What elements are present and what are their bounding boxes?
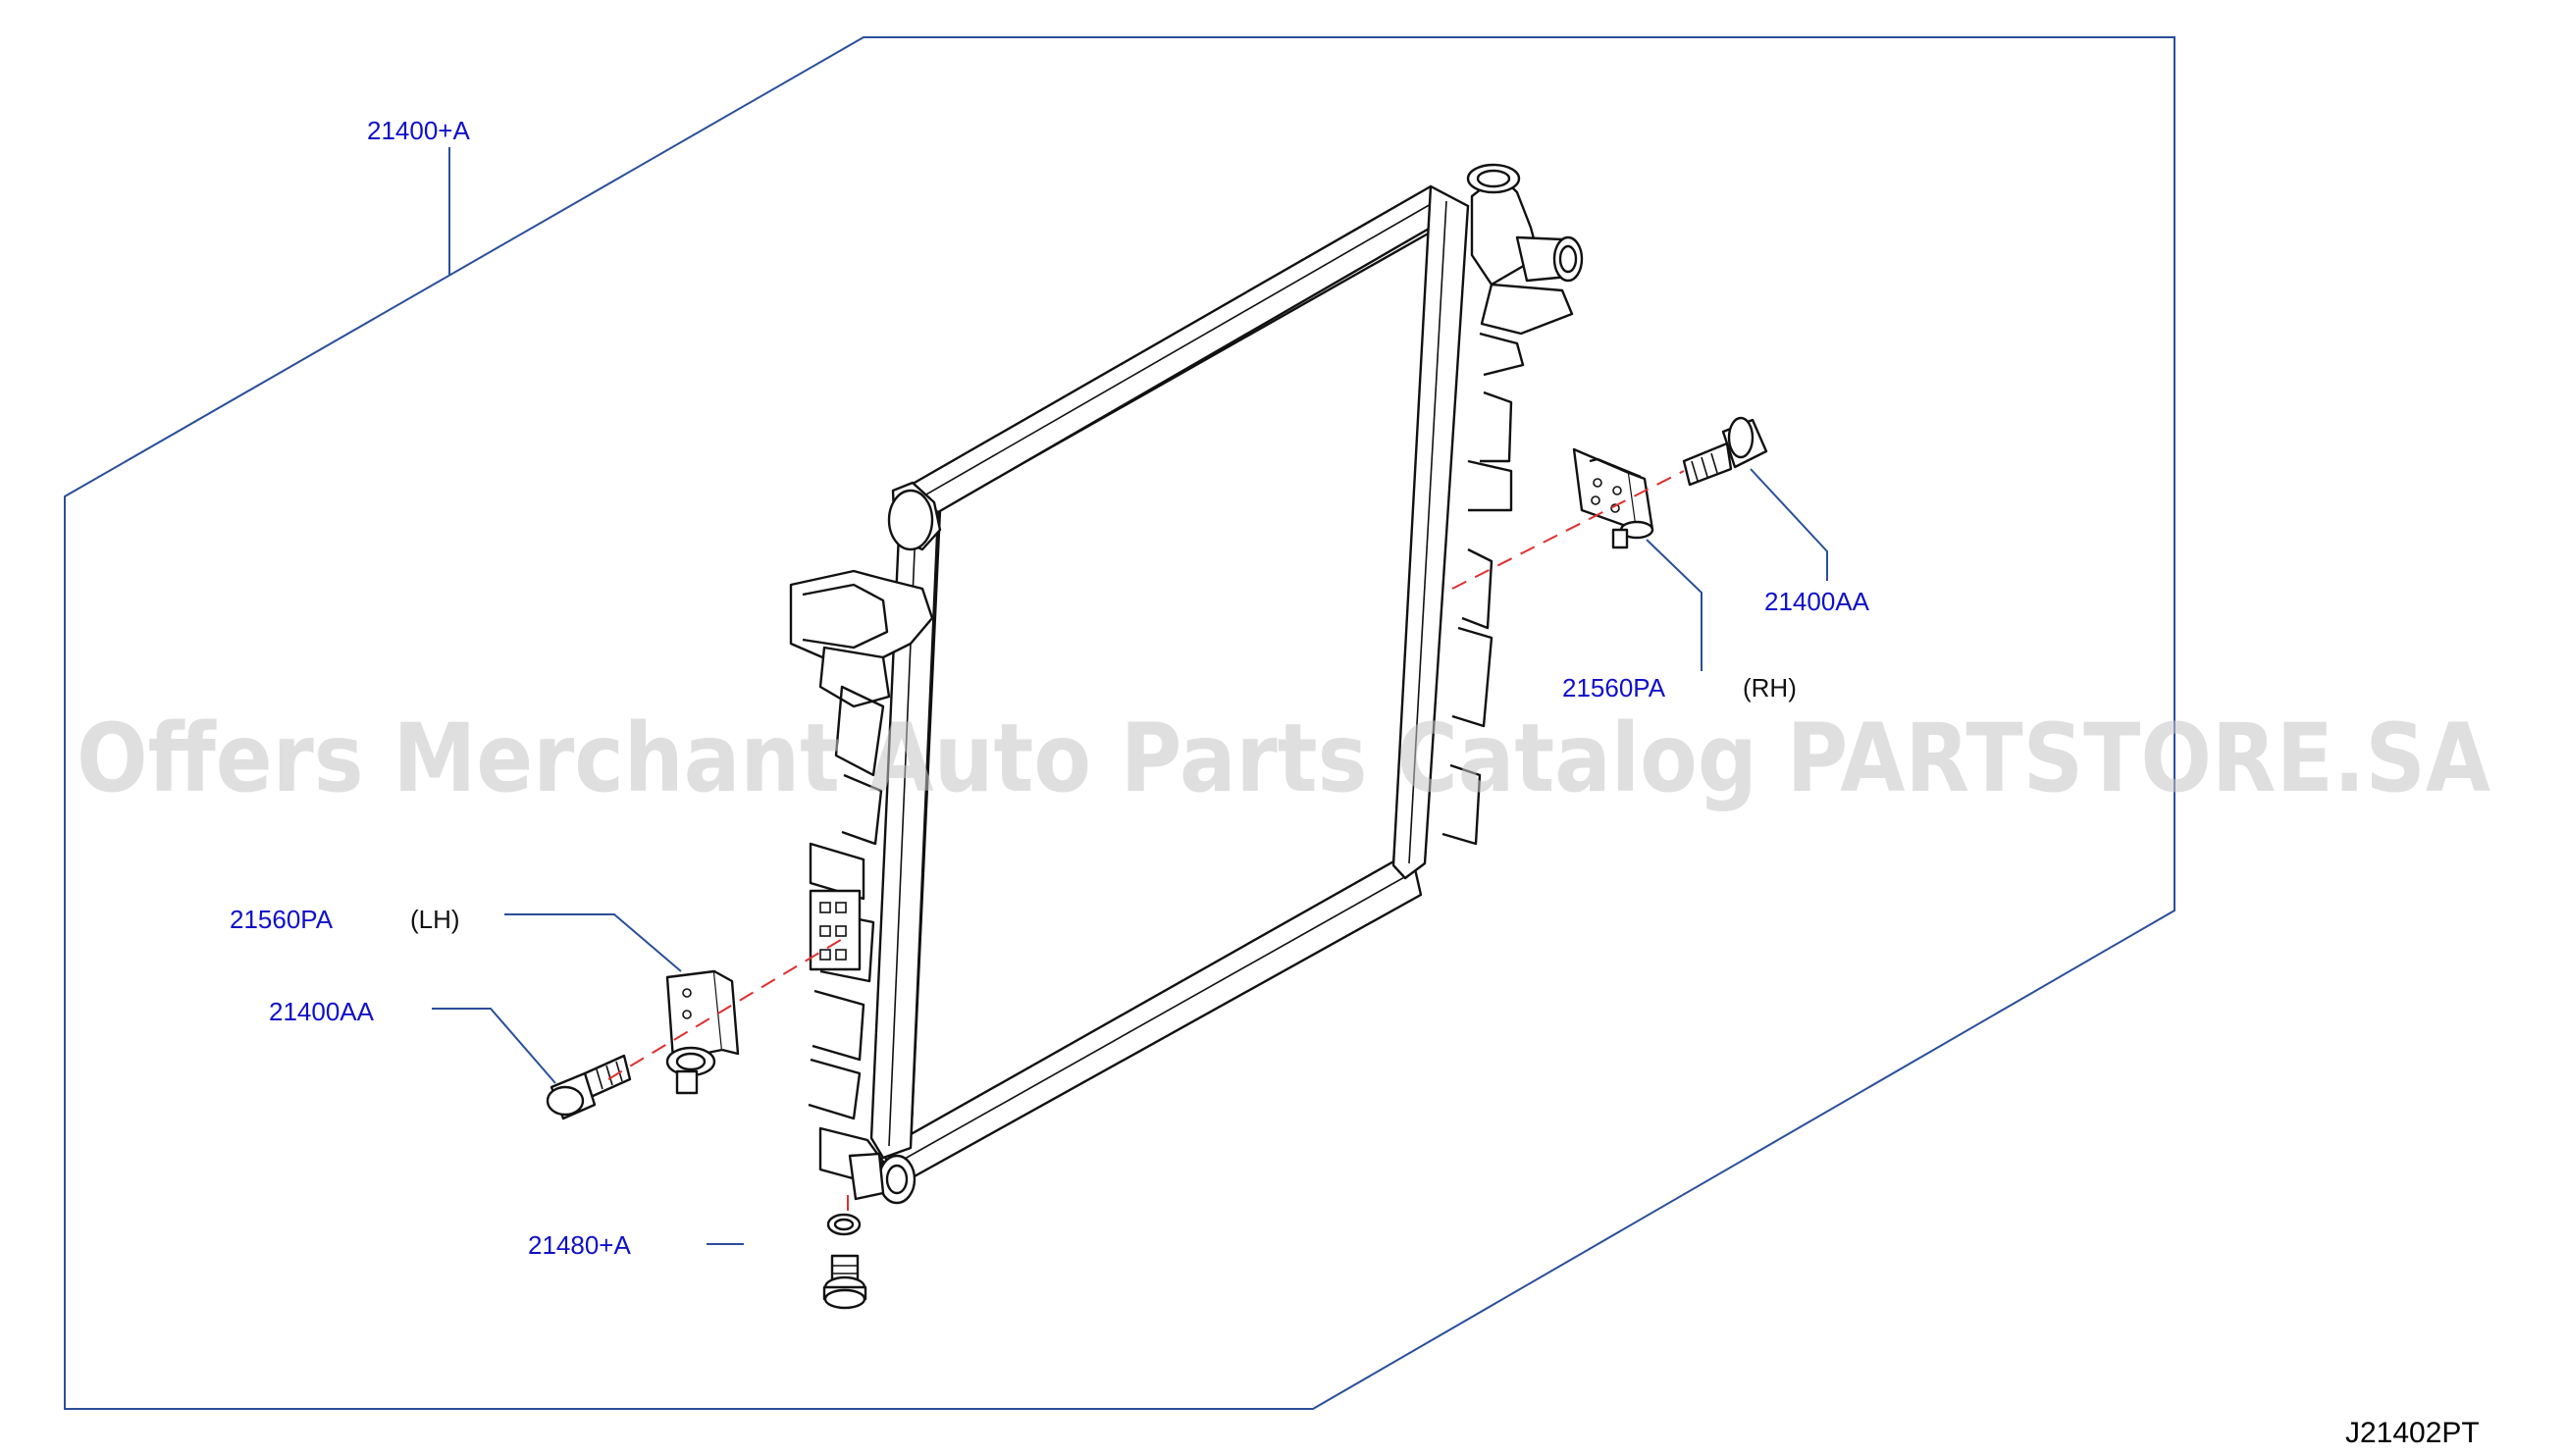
rh-mount-centerline — [1451, 470, 1685, 590]
bolt-lh-drawing — [546, 1054, 632, 1120]
callout-radiator: 21400+A — [367, 116, 470, 145]
callout-drain-plug: 21480+A — [528, 1230, 631, 1260]
leader-bracket-rh — [1646, 539, 1703, 671]
bolt-rh-drawing — [1682, 416, 1768, 487]
radiator-left-mount-pads — [809, 889, 862, 971]
lh-mount-centerline — [607, 937, 845, 1080]
callout-bracket-lh: 21560PA — [230, 905, 334, 934]
assembly-frame — [64, 36, 2175, 1410]
callout-bolt-lh: 21400AA — [269, 997, 375, 1026]
callout-bolt-rh: 21400AA — [1764, 587, 1870, 616]
watermark-text: Offers Merchant Auto Parts Catalog PARTS… — [77, 703, 2490, 813]
drain-plug-drawing — [822, 1213, 867, 1310]
leader-bracket-lh — [504, 913, 682, 972]
bracket-rh-drawing — [1572, 447, 1654, 549]
diagram-code: J21402PT — [2345, 1417, 2480, 1449]
leader-bolt-rh — [1750, 468, 1828, 581]
leader-bolt-lh — [432, 1008, 556, 1084]
bracket-lh-drawing — [665, 969, 740, 1095]
callout-bracket-rh-side: (RH) — [1743, 673, 1797, 702]
radiator-inlet-neck — [1441, 163, 1584, 846]
callout-bracket-lh-side: (LH) — [410, 905, 460, 934]
radiator-core — [869, 184, 1470, 1189]
radiator-lower-outlet — [848, 1152, 917, 1205]
callout-bracket-rh: 21560PA — [1562, 673, 1666, 702]
